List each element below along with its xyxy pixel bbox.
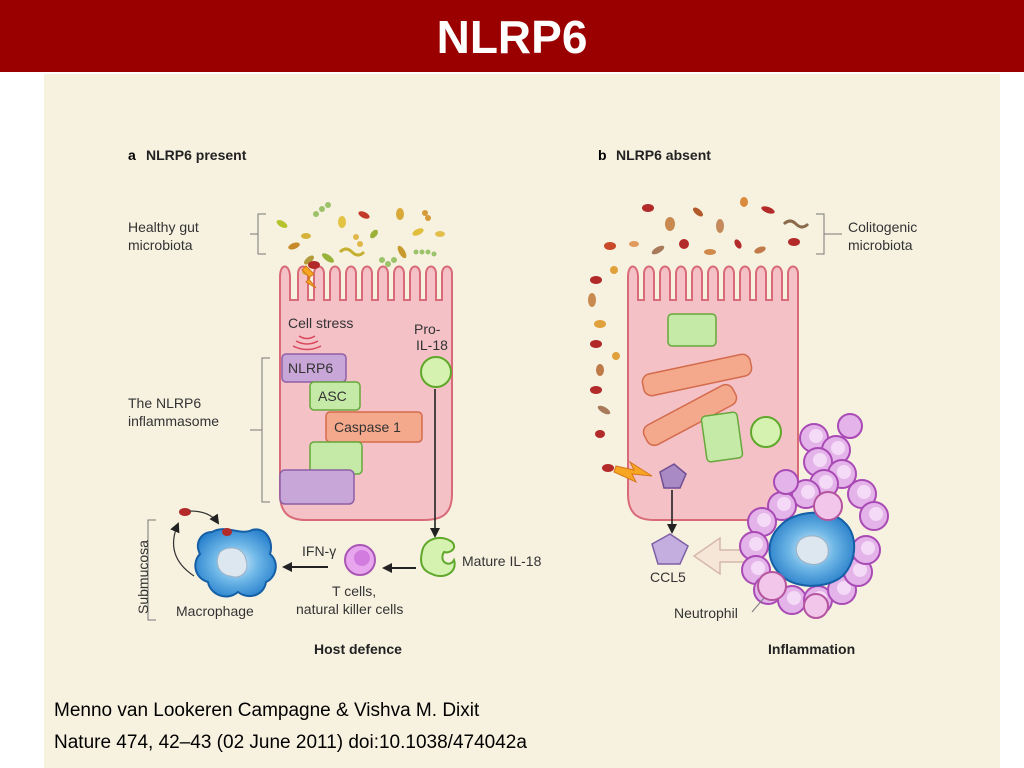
colitogenic-label-2: microbiota bbox=[848, 237, 913, 253]
ccl5-shape bbox=[651, 533, 689, 565]
cell-stress-label: Cell stress bbox=[288, 315, 353, 331]
colitogenic-microbiota bbox=[588, 197, 810, 438]
title-bar bbox=[0, 0, 1024, 72]
host-defence-caption: Host defence bbox=[314, 641, 402, 657]
caspase-block bbox=[325, 411, 423, 443]
slide-title: NLRP6 bbox=[436, 11, 588, 63]
citation-reference: Nature 474, 42–43 (02 June 2011) doi:10.… bbox=[54, 732, 527, 753]
neutrophil-label: Neutrophil bbox=[674, 605, 738, 621]
inflammasome-label-1: The NLRP6 bbox=[128, 395, 201, 411]
ccl5-shape-cell bbox=[659, 463, 687, 489]
pathogen-icon bbox=[308, 261, 320, 269]
macrophage-label: Macrophage bbox=[176, 603, 254, 619]
healthy-microbiota bbox=[276, 202, 445, 275]
colitogenic-label-1: Colitogenic bbox=[848, 219, 917, 235]
pathogen-icon-3 bbox=[179, 508, 191, 516]
panel-b-letter: b bbox=[598, 147, 607, 163]
panel-a: a NLRP6 present bbox=[128, 147, 542, 657]
pro-il18-circle bbox=[420, 356, 452, 388]
ifn-gamma-label: IFN-γ bbox=[302, 543, 336, 559]
asc-block bbox=[309, 381, 361, 411]
t-cells-label-1: T cells, bbox=[332, 583, 376, 599]
neutrophil-cluster bbox=[739, 413, 889, 619]
healthy-microbiota-label-2: microbiota bbox=[128, 237, 193, 253]
pro-il18-label-1: Pro- bbox=[414, 321, 441, 337]
inflammation-caption: Inflammation bbox=[768, 641, 855, 657]
mature-il18-label: Mature IL-18 bbox=[462, 553, 542, 569]
asc-label: ASC bbox=[318, 388, 347, 404]
healthy-microbiota-label-1: Healthy gut bbox=[128, 219, 199, 235]
caspase-label: Caspase 1 bbox=[334, 419, 401, 435]
nlrp6-block-2 bbox=[279, 469, 355, 505]
asc-block-b bbox=[667, 313, 717, 347]
panel-a-heading: NLRP6 present bbox=[146, 147, 247, 163]
asc-block-2 bbox=[309, 441, 363, 475]
inflammasome-label-2: inflammasome bbox=[128, 413, 219, 429]
nlrp6-diagram: a NLRP6 present bbox=[128, 147, 917, 657]
ccl5-label: CCL5 bbox=[650, 569, 686, 585]
panel-b: b NLRP6 absent bbox=[588, 147, 917, 657]
panel-a-letter: a bbox=[128, 147, 136, 163]
lightning-icon-b bbox=[613, 460, 653, 484]
caspase-block-b2 bbox=[642, 383, 738, 447]
t-cells-label-2: natural killer cells bbox=[296, 601, 403, 617]
pathogen-icon-b bbox=[602, 464, 614, 472]
panel-b-heading: NLRP6 absent bbox=[616, 147, 711, 163]
pathogen-icon-2 bbox=[222, 528, 232, 536]
il18-circle-b bbox=[750, 416, 782, 448]
pro-il18-label-2: IL-18 bbox=[416, 337, 448, 353]
nlrp6-label: NLRP6 bbox=[288, 360, 333, 376]
lightning-icon bbox=[301, 265, 317, 289]
mature-il18-shape bbox=[420, 536, 456, 578]
caspase-block-b1 bbox=[641, 353, 753, 397]
citation-authors: Menno van Lookeren Campagne & Vishva M. … bbox=[54, 700, 480, 721]
submucosa-label: Submucosa bbox=[135, 540, 151, 614]
figure-panel: a NLRP6 present bbox=[44, 74, 1000, 768]
asc-block-b2 bbox=[700, 411, 744, 463]
